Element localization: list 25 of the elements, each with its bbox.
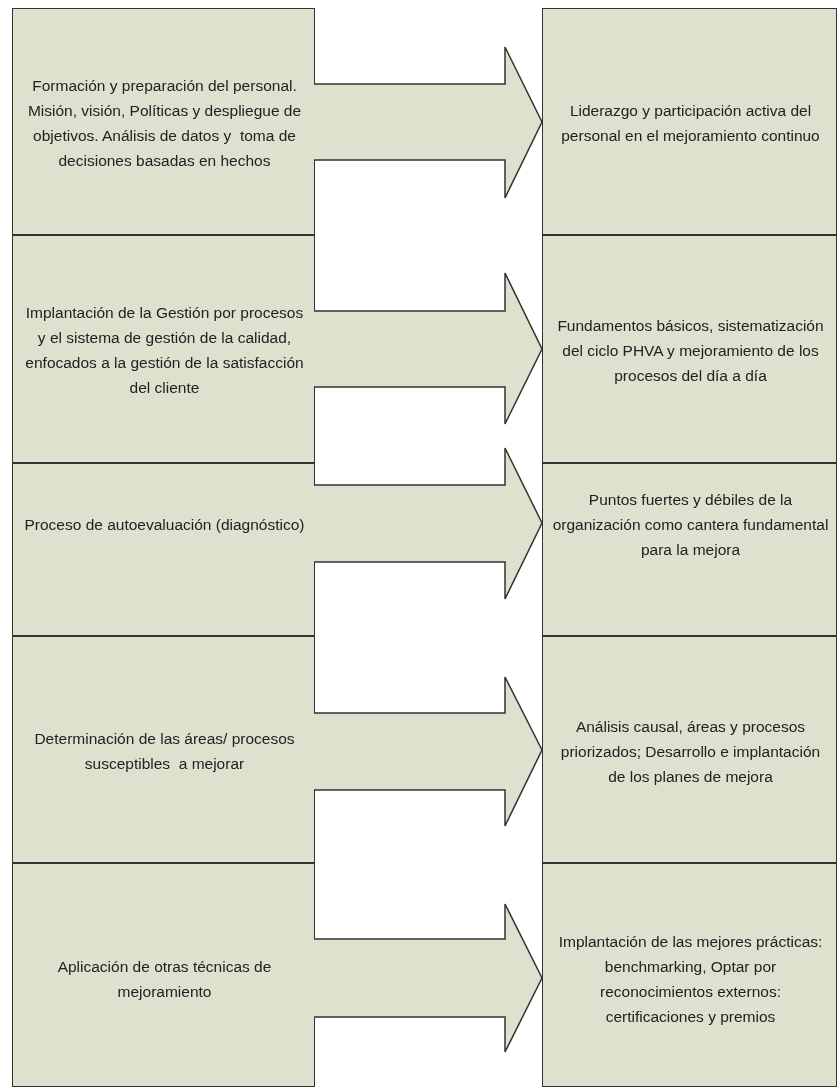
process-box xyxy=(542,636,837,863)
process-box xyxy=(12,8,315,235)
box-text: Implantación de las mejores prácticas: benchmarking, Optar por reconocimientos externos: certificaciones y premios xyxy=(557,932,824,1027)
process-box xyxy=(542,863,837,1087)
process-box xyxy=(542,235,837,463)
box-text: Análisis causal, áreas y procesos priorizados; Desarrollo e implantación de los planes de mejora xyxy=(559,716,822,787)
block-arrow xyxy=(313,903,543,1053)
process-box xyxy=(12,636,315,863)
block-arrow xyxy=(313,676,543,827)
process-box xyxy=(542,8,837,235)
block-arrow xyxy=(313,46,543,199)
box-text: Puntos fuertes y débiles de la organización como cantera fundamental para la mejora xyxy=(551,489,830,560)
box-text: Aplicación de otras técnicas de mejoramiento xyxy=(56,957,273,1002)
box-text: Determinación de las áreas/ procesos susceptibles a mejorar xyxy=(33,729,296,774)
process-box xyxy=(12,863,315,1087)
box-text: Fundamentos básicos, sistematización del ciclo PHVA y mejoramiento de los procesos del día a día xyxy=(556,315,825,386)
process-box xyxy=(542,463,837,636)
block-arrow xyxy=(313,272,543,425)
process-box xyxy=(12,463,315,636)
box-text: Proceso de autoevaluación (diagnóstico) xyxy=(23,514,306,535)
block-arrow xyxy=(313,447,543,600)
process-box xyxy=(12,235,315,463)
box-text: Implantación de la Gestión por procesos y el sistema de gestión de la calidad, enfocados a la gestión de la satisfacción del cliente xyxy=(24,303,305,398)
box-text: Formación y preparación del personal. Misión, visión, Políticas y despliegue de objetivos. Análisis de datos y toma de decisiones basadas en hechos xyxy=(26,76,303,171)
box-text: Liderazgo y participación activa del personal en el mejoramiento continuo xyxy=(560,101,821,146)
